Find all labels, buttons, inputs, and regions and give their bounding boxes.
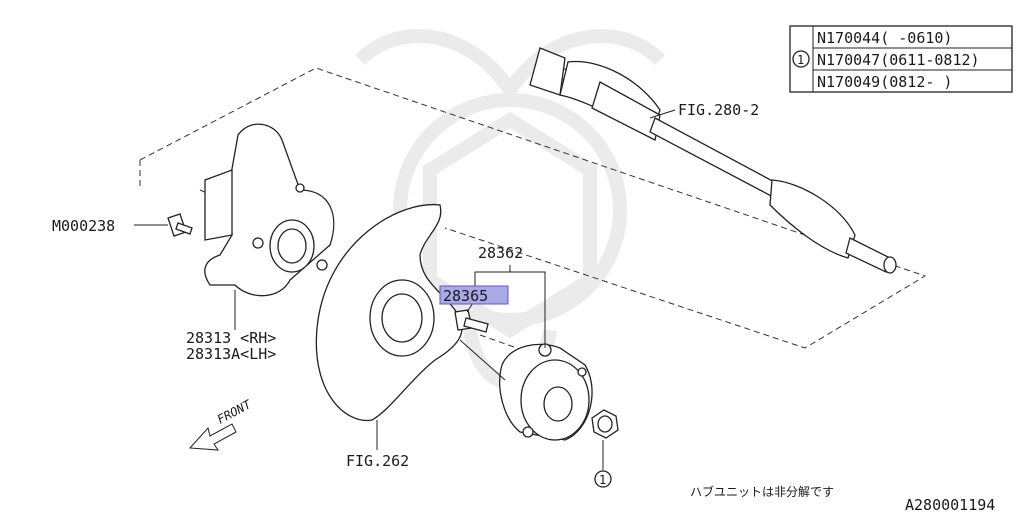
- figure-code: A280001194: [905, 496, 995, 512]
- axle-nut: [591, 409, 619, 439]
- label-bolt-code: M000238: [52, 217, 115, 235]
- part-table-row-1[interactable]: N170044( -0610): [817, 29, 952, 47]
- leader-shaft: [649, 109, 676, 119]
- label-knuckle-lh: 28313A<LH>: [186, 345, 276, 363]
- drive-shaft: [529, 47, 897, 274]
- part-table-row-3[interactable]: N170049(0812- ): [817, 73, 952, 91]
- part-table-row-2[interactable]: N170047(0611-0812): [817, 51, 980, 69]
- part-table: 1 N170044( -0610) N170047(0611-0812) N17…: [789, 25, 1013, 93]
- front-arrow: FRONT: [188, 397, 254, 451]
- steering-knuckle: [204, 123, 335, 297]
- label-hub-bolt[interactable]: 28365: [443, 287, 488, 305]
- hub-bearing: [459, 339, 593, 441]
- note-jp: ハブユニットは非分解です: [690, 484, 834, 499]
- assembly-dash-outline: [139, 67, 927, 349]
- label-shaft-ref[interactable]: FIG.280-2: [678, 101, 759, 119]
- backing-plate: [315, 203, 463, 422]
- label-hub-assembly: 28362: [478, 244, 523, 262]
- leader-hub-bracket: [474, 265, 546, 348]
- dash-guide-2: [479, 334, 546, 359]
- callout-nut: 1: [594, 470, 612, 488]
- hub-bolt: [454, 309, 489, 333]
- label-knuckle-rh: 28313 <RH>: [186, 329, 276, 347]
- callout-nut-number: 1: [599, 473, 606, 487]
- label-backing-plate-ref[interactable]: FIG.262: [346, 452, 409, 470]
- knuckle-bolt: [167, 213, 193, 237]
- part-table-ref: 1: [797, 53, 804, 67]
- label-front: FRONT: [215, 397, 254, 427]
- highlight-hub-bolt: [439, 285, 509, 305]
